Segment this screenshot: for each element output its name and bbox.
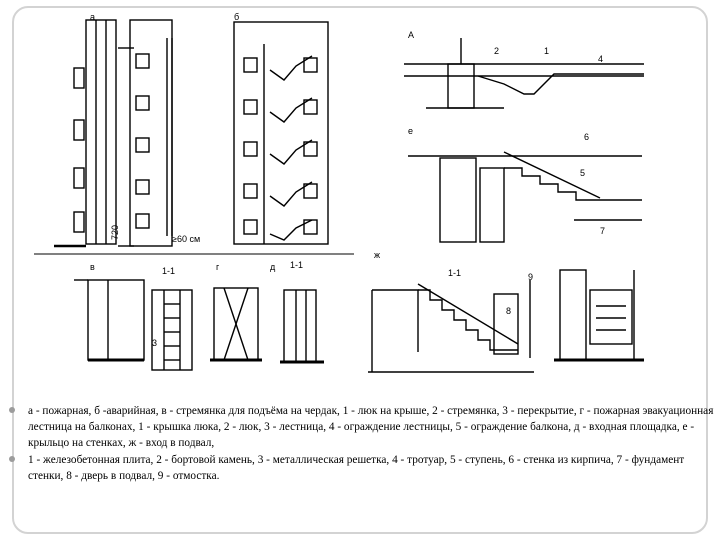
caption-text-2: 1 - железобетонная плита, 2 - бортовой к…: [28, 453, 685, 482]
section-mark-1: 1-1: [162, 266, 175, 276]
panel-label-g: г: [216, 262, 220, 272]
caption-text-1: а - пожарная, б -аварийная, в - стремянк…: [28, 405, 714, 450]
dimension-width: ≥60 см: [172, 234, 200, 244]
caption-paragraph-1: а - пожарная, б -аварийная, в - стремянк…: [9, 403, 716, 452]
panel-label-v: в: [90, 262, 95, 272]
figure-caption: а - пожарная, б -аварийная, в - стремянк…: [9, 403, 716, 484]
part-number-6: 6: [584, 132, 589, 142]
panel-label-zh: ж: [374, 250, 380, 260]
dimension-720: 720: [110, 225, 120, 240]
panel-zh-basement: [554, 269, 644, 362]
panel-label-e: е: [408, 126, 413, 136]
part-number-2: 2: [494, 46, 499, 56]
panel-porch: [408, 151, 642, 243]
slide-frame: [12, 6, 708, 534]
part-number-8: 8: [506, 306, 511, 316]
section-mark-2: 1-1: [290, 260, 303, 270]
panel-label-roof: А: [408, 30, 414, 40]
part-number-4: 4: [598, 54, 603, 64]
panel-b-building: [233, 21, 329, 245]
panel-roof-hatch: [404, 38, 644, 109]
caption-paragraph-2: 1 - железобетонная плита, 2 - бортовой к…: [9, 452, 716, 484]
section-mark-3: 1-1: [448, 268, 461, 278]
panel-a-drawing: [54, 19, 134, 248]
part-number-5: 5: [580, 168, 585, 178]
bullet-icon: [9, 407, 15, 413]
stairs-drawing: а б А в г д е ж 1-1 1-1 1-1 720 ≥60 см 1…: [34, 8, 652, 392]
part-number-7: 7: [600, 226, 605, 236]
part-number-1: 1: [544, 46, 549, 56]
panel-zh-stairs: [368, 280, 534, 373]
panel-b-facade: [129, 19, 173, 247]
bullet-icon: [9, 455, 15, 462]
panel-g-section: [280, 289, 324, 364]
panel-g-drawing: [210, 287, 262, 362]
panel-v-drawing: [74, 279, 145, 362]
panel-label-a: а: [90, 12, 95, 22]
panel-v-section: [151, 289, 193, 371]
panel-label-d: д: [270, 262, 276, 272]
part-number-3: 3: [152, 338, 157, 348]
part-number-9: 9: [528, 272, 533, 282]
panel-label-b: б: [234, 12, 239, 22]
